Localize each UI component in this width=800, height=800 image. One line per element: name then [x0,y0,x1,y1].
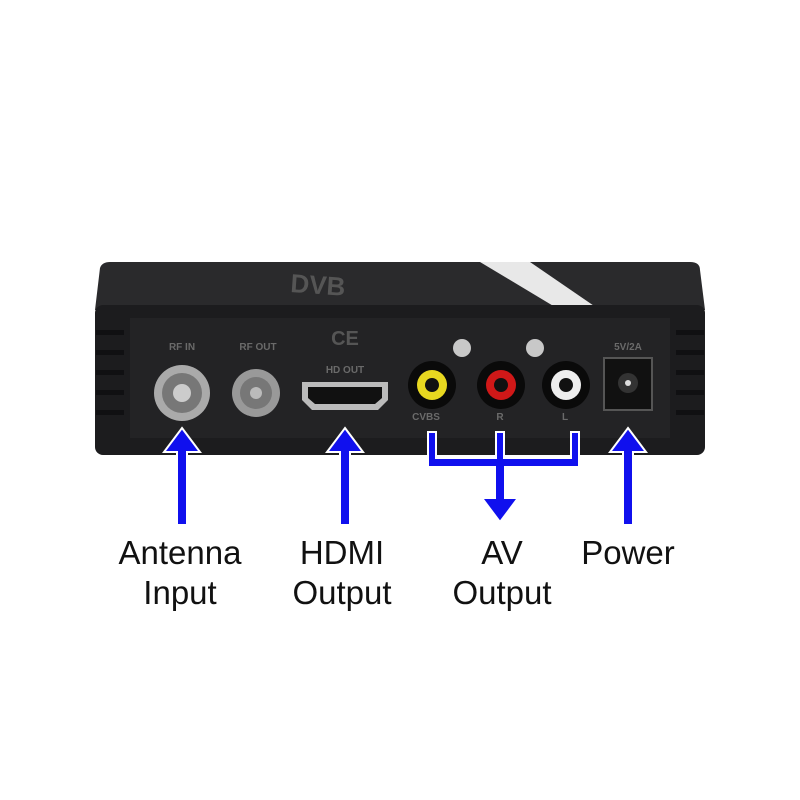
rca-yellow-jack [408,361,456,409]
av-label-line1: AV [481,534,523,571]
dc-power-jack [603,357,653,411]
hdmi-label-line1: HDMI [299,534,385,571]
label-cvbs: CVBS [412,412,440,423]
label-power-rating: 5V/2A [614,342,642,353]
label-rf-out: RF OUT [239,342,276,353]
screw [526,339,544,357]
arrow-power [608,426,648,526]
rca-white-jack [542,361,590,409]
arrow-antenna [162,426,202,526]
hdmi-label-line2: Output [292,574,392,611]
av-bracket [427,431,580,524]
label-rf-in: RF IN [169,342,195,353]
antenna-label-line2: Input [143,574,217,611]
rf-out-connector [232,369,280,417]
top-stripe [480,262,600,310]
device-top [95,262,705,310]
rf-in-connector [154,365,210,421]
vent-grooves [96,330,704,415]
port-panel [130,318,670,438]
brand-mark: DVB [290,268,347,302]
arrow-hdmi [325,426,365,526]
power-label: Power [581,534,675,571]
rca-red-jack [477,361,525,409]
label-l: L [562,412,568,423]
annotation-arrows [162,426,648,526]
antenna-label-line1: Antenna [118,534,242,571]
hdmi-port [302,382,388,410]
label-r: R [496,412,504,423]
av-label-line2: Output [452,574,552,611]
label-hd-out: HD OUT [326,365,364,376]
ce-mark: CE [331,328,359,350]
screw [453,339,471,357]
